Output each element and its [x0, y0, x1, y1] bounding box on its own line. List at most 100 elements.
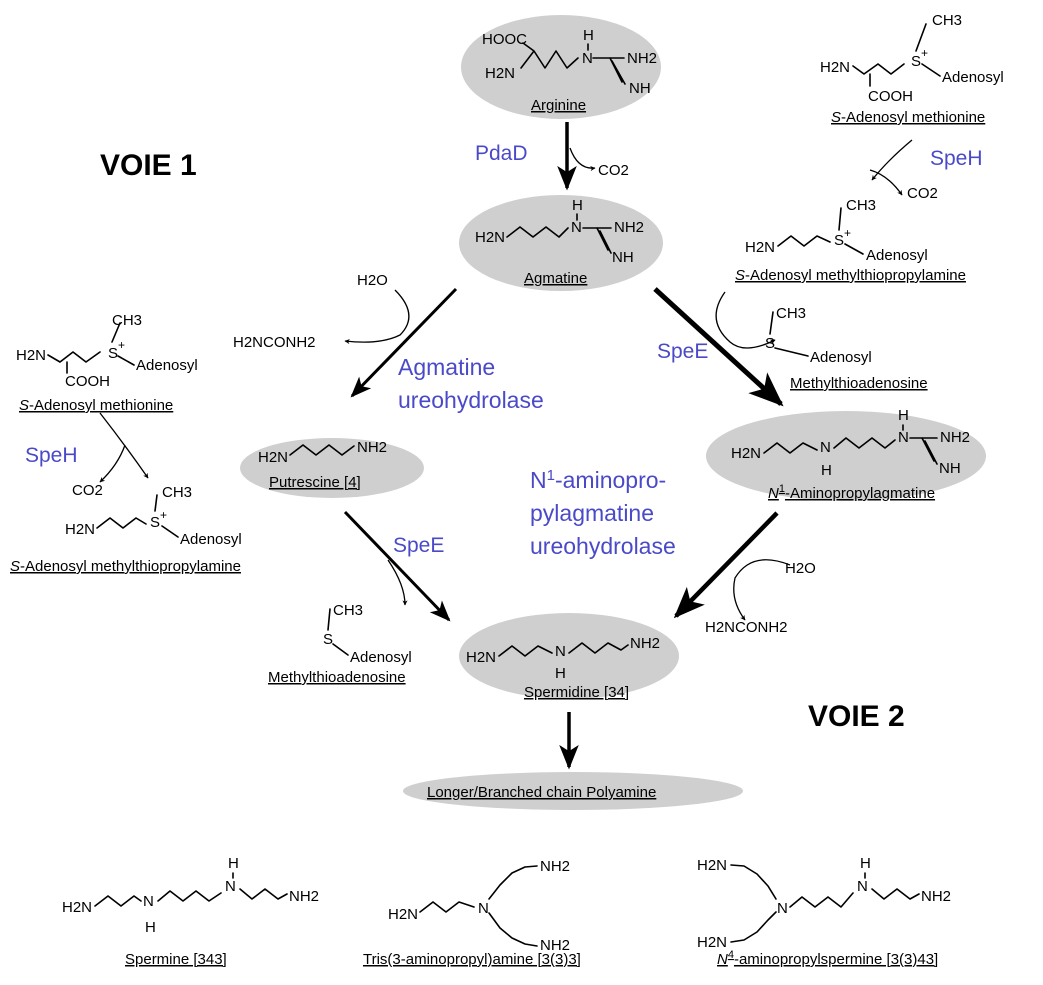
svg-text:NH2: NH2 [630, 635, 660, 652]
svg-text:H: H [860, 855, 871, 872]
svg-text:Adenosyl: Adenosyl [350, 649, 412, 666]
dcsam-label-left: S-Adenosyl methylthiopropylamine [10, 558, 241, 575]
arrow-agmatine-aminopropylagmatine [653, 287, 784, 407]
spermine-label: Spermine [343] [125, 951, 227, 968]
aminopropylagmatine-ellipse [706, 411, 986, 501]
svg-text:Adenosyl: Adenosyl [180, 531, 242, 548]
aminopropylagmatine-label: N1-Aminopropylagmatine [768, 483, 935, 502]
svg-text:H: H [555, 665, 566, 682]
sam-structure-right: CH3 H2N S + Adenosyl COOH [820, 12, 1004, 105]
svg-text:H2N: H2N [485, 65, 515, 82]
svg-text:S: S [108, 345, 118, 362]
svg-text:S: S [150, 514, 160, 531]
enzyme-agmatine-ureohydrolase-line2: ureohydrolase [398, 387, 544, 413]
mta-structure-right: CH3 S Adenosyl [765, 305, 872, 366]
dcsam-structure-left: CH3 H2N S + Adenosyl [65, 484, 242, 548]
svg-text:N: N [143, 893, 154, 910]
voie2-label: VOIE 2 [808, 700, 905, 733]
mta-label-left: Methylthioadenosine [268, 669, 406, 686]
enzyme-speh-right: SpeH [930, 147, 983, 170]
spermine-structure: H2N N H H N NH2 [62, 855, 319, 936]
svg-text:H: H [572, 197, 583, 214]
svg-text:H2N: H2N [388, 906, 418, 923]
enzyme-spee-right: SpeE [657, 340, 708, 363]
spermidine-ellipse [459, 613, 679, 699]
svg-text:Adenosyl: Adenosyl [136, 357, 198, 374]
svg-text:HOOC: HOOC [482, 31, 527, 48]
svg-text:Adenosyl: Adenosyl [866, 247, 928, 264]
svg-text:H: H [898, 407, 909, 424]
svg-text:N: N [777, 900, 788, 917]
n4-aminopropylspermine-label: N4-aminopropylspermine [3(3)43] [717, 949, 938, 968]
svg-text:+: + [118, 338, 125, 352]
svg-text:NH: NH [629, 80, 651, 97]
putrescine-structure: H2N NH2 [258, 439, 387, 466]
svg-text:NH2: NH2 [540, 937, 570, 954]
svg-text:S: S [834, 232, 844, 249]
svg-text:N: N [225, 878, 236, 895]
h2o-left: H2O [357, 272, 388, 289]
agmatine-structure: H H2N N NH2 NH [475, 197, 644, 266]
enzyme-pdad: PdaD [475, 142, 528, 165]
svg-text:COOH: COOH [65, 373, 110, 390]
svg-text:CH3: CH3 [112, 312, 142, 329]
co2-pdad: CO2 [598, 162, 629, 179]
tris-label: Tris(3-aminopropyl)amine [3(3)3] [363, 951, 581, 968]
arginine-structure: HOOC H2N H N NH2 NH [482, 27, 657, 97]
dcsam-structure-right: CH3 H2N S + Adenosyl [745, 197, 928, 264]
svg-text:N: N [898, 429, 909, 446]
svg-text:N: N [857, 878, 868, 895]
mta-structure-left: CH3 S Adenosyl [323, 602, 412, 666]
arrow-aminopropylagmatine-spermidine [673, 511, 779, 619]
n4-aminopropylspermine-structure: H2N H2N N H N NH2 [697, 855, 951, 951]
sam-label-left: S-Adenosyl methionine [19, 397, 173, 414]
enzyme-speh-left: SpeH [25, 444, 78, 467]
enzyme-agmatine-ureohydrolase-line1: Agmatine [398, 354, 495, 380]
svg-text:H2N: H2N [697, 934, 727, 951]
spermidine-label: Spermidine [34] [524, 684, 629, 701]
main-arrows [343, 122, 784, 770]
arginine-ellipse [461, 15, 661, 119]
svg-text:+: + [160, 508, 167, 522]
h2o-right: H2O [785, 560, 816, 577]
arginine-label: Arginine [531, 97, 586, 114]
svg-text:H2N: H2N [466, 649, 496, 666]
longer-chain-label: Longer/Branched chain Polyamine [427, 784, 656, 801]
dcsam-label-right: S-Adenosyl methylthiopropylamine [735, 267, 966, 284]
svg-text:H2N: H2N [475, 229, 505, 246]
svg-text:NH: NH [939, 460, 961, 477]
enzyme-n1-ureohydrolase-line3: ureohydrolase [530, 533, 676, 559]
arrow-putrescine-spermidine [343, 510, 451, 622]
svg-text:+: + [921, 46, 928, 60]
svg-text:Adenosyl: Adenosyl [810, 349, 872, 366]
putrescine-ellipse [240, 438, 424, 498]
svg-text:NH2: NH2 [921, 888, 951, 905]
svg-text:N: N [571, 219, 582, 236]
voie1-label: VOIE 1 [100, 149, 197, 182]
enzyme-spee-left: SpeE [393, 534, 444, 557]
svg-text:H2N: H2N [62, 899, 92, 916]
svg-text:CH3: CH3 [162, 484, 192, 501]
longer-chain-ellipse [403, 772, 743, 810]
svg-text:S: S [323, 631, 333, 648]
svg-text:S: S [911, 53, 921, 70]
svg-text:+: + [844, 226, 851, 240]
sam-structure-left: CH3 H2N S + Adenosyl COOH [16, 312, 198, 390]
sam-label-right: S-Adenosyl methionine [831, 109, 985, 126]
svg-text:N: N [555, 643, 566, 660]
urea-right: H2NCONH2 [705, 619, 788, 636]
svg-text:N: N [582, 50, 593, 67]
svg-text:H: H [145, 919, 156, 936]
svg-text:NH2: NH2 [540, 858, 570, 875]
enzyme-n1-ureohydrolase-line1: N1-aminopro- [530, 467, 666, 494]
svg-text:H2N: H2N [731, 445, 761, 462]
svg-text:Adenosyl: Adenosyl [942, 69, 1004, 86]
enzyme-n1-ureohydrolase-line2: pylagmatine [530, 500, 654, 526]
svg-text:CH3: CH3 [846, 197, 876, 214]
svg-text:CH3: CH3 [333, 602, 363, 619]
svg-text:H2N: H2N [745, 239, 775, 256]
svg-text:COOH: COOH [868, 88, 913, 105]
svg-text:NH2: NH2 [357, 439, 387, 456]
svg-text:NH2: NH2 [614, 219, 644, 236]
svg-text:H: H [821, 462, 832, 479]
